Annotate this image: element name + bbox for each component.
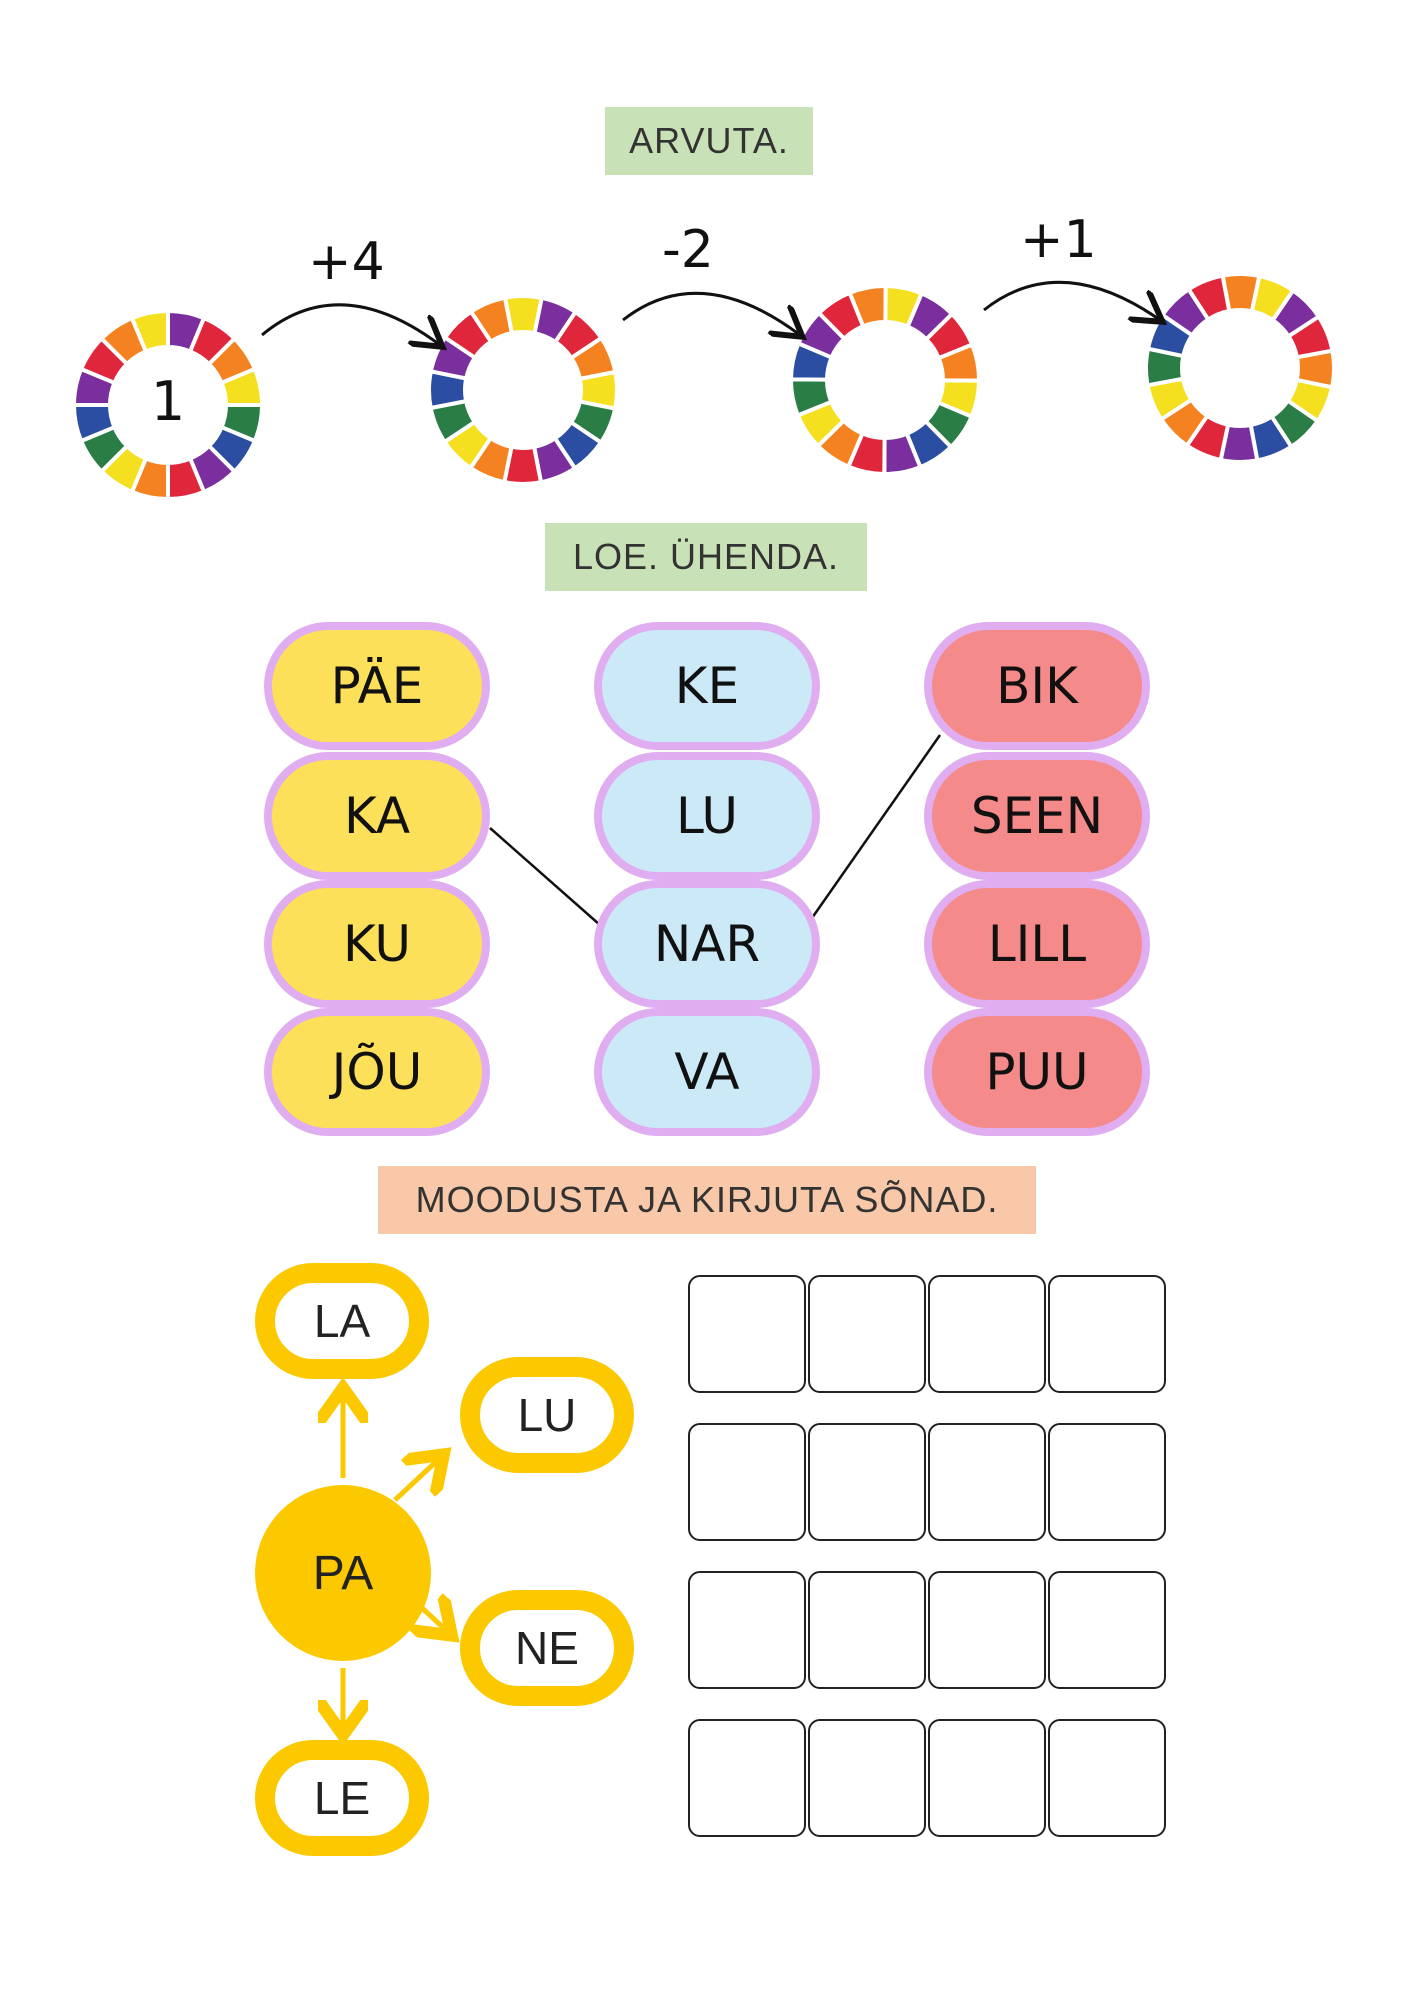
color-wheel-1 [71,308,265,502]
connect-line-2 [810,734,942,919]
operation-plus4: +4 [308,232,385,292]
syllable-card[interactable]: JÕU [264,1008,490,1136]
syllable-le[interactable]: LE [255,1740,429,1856]
wheel-segment [883,283,925,330]
answer-cell[interactable] [808,1275,926,1393]
center-syllable: PA [255,1485,431,1661]
arrow-2 [622,291,800,335]
syllable-card[interactable]: SEEN [924,752,1150,880]
answer-cell[interactable] [928,1571,1046,1689]
answer-cell[interactable] [928,1275,1046,1393]
syllable-card[interactable]: KU [264,880,490,1008]
arrow-3 [983,280,1160,320]
operation-plus1: +1 [1020,210,1097,270]
syllable-card[interactable]: NAR [594,880,820,1008]
syllable-card[interactable]: KE [594,622,820,750]
syllable-card[interactable]: LILL [924,880,1150,1008]
syllable-card[interactable]: LU [594,752,820,880]
syllable-card[interactable]: VA [594,1008,820,1136]
syllable-card[interactable]: BIK [924,622,1150,750]
start-number: 1 [150,370,186,433]
answer-cell[interactable] [928,1423,1046,1541]
answer-cell[interactable] [808,1571,926,1689]
answer-cell[interactable] [808,1423,926,1541]
connect-line-1 [489,827,601,926]
answer-cell[interactable] [1048,1423,1166,1541]
wheel-segment [1249,273,1296,323]
color-wheel-4 [1144,272,1336,464]
wheel-segment [129,308,170,355]
color-wheel-3 [788,283,982,477]
syllable-lu[interactable]: LU [460,1357,634,1473]
color-wheel-2 [427,294,619,486]
answer-cell[interactable] [1048,1275,1166,1393]
syllable-card[interactable]: PÄE [264,622,490,750]
answer-cell[interactable] [688,1719,806,1837]
answer-cell[interactable] [1048,1571,1166,1689]
syllable-ne[interactable]: NE [460,1590,634,1706]
section1-title: ARVUTA. [605,107,813,175]
answer-cell[interactable] [1048,1719,1166,1837]
section2-title: LOE. ÜHENDA. [545,523,867,591]
syllable-la[interactable]: LA [255,1263,429,1379]
answer-cell[interactable] [688,1423,806,1541]
syllable-card[interactable]: PUU [924,1008,1150,1136]
answer-cell[interactable] [928,1719,1046,1837]
arrow-to-ne [422,1608,448,1632]
section3-title: MOODUSTA JA KIRJUTA SÕNAD. [378,1166,1036,1234]
syllable-card[interactable]: KA [264,752,490,880]
operation-minus2: -2 [662,220,714,280]
answer-cell[interactable] [688,1571,806,1689]
arrow-to-lu [393,1458,440,1502]
answer-cell[interactable] [808,1719,926,1837]
arrow-1 [261,303,440,345]
answer-cell[interactable] [688,1275,806,1393]
wheel-segment [502,294,545,336]
